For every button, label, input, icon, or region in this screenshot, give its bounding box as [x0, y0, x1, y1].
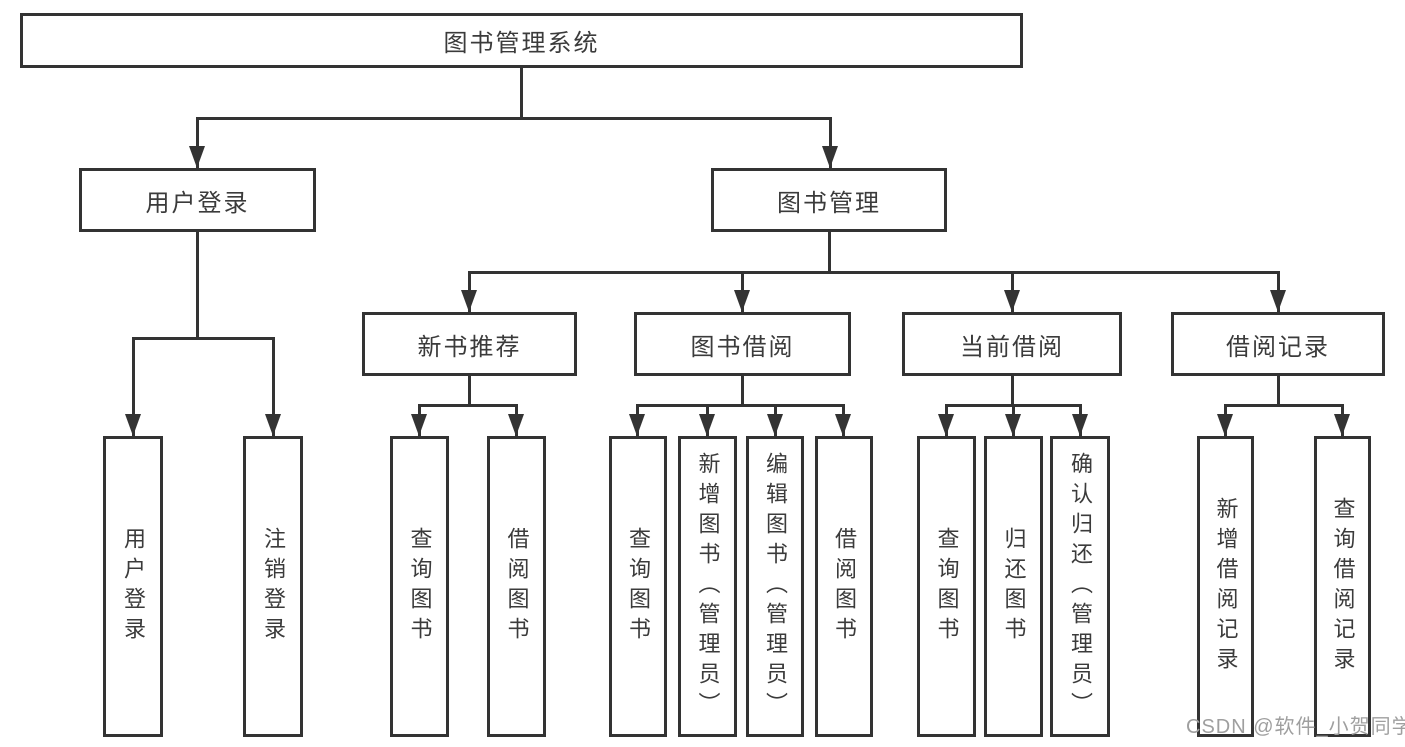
connector-line-h — [196, 117, 832, 120]
leaf-cb-confirm-return-admin: 确认归还（管理员） — [1050, 436, 1110, 737]
node-new-book-recommendation: 新书推荐 — [362, 312, 577, 376]
arrow-down-icon — [734, 290, 750, 312]
connector-line-v — [132, 337, 135, 436]
node-user-login: 用户登录 — [79, 168, 316, 232]
connector-line-v — [520, 68, 523, 119]
connector-line-h — [132, 337, 275, 340]
arrow-down-icon — [461, 290, 477, 312]
arrow-down-icon — [1004, 290, 1020, 312]
leaf-label: 新增图书（管理员） — [695, 451, 721, 722]
node-book-management: 图书管理 — [711, 168, 947, 232]
leaf-label: 查询借阅记录 — [1330, 496, 1356, 677]
node-label: 用户登录 — [145, 189, 250, 217]
node-label: 当前借阅 — [960, 333, 1064, 361]
arrow-down-icon — [1217, 414, 1233, 436]
arrow-down-icon — [1270, 290, 1286, 312]
arrow-down-icon — [125, 414, 141, 436]
leaf-logout: 注销登录 — [243, 436, 303, 737]
node-label: 图书管理 — [777, 189, 881, 217]
leaf-label: 借阅图书 — [504, 526, 530, 647]
connector-line-v — [468, 376, 471, 406]
watermark: CSDN @软件_小贺同学 — [1186, 716, 1405, 738]
arrow-down-icon — [189, 146, 205, 168]
connector-line-v — [828, 232, 831, 273]
leaf-cb-return-books: 归还图书 — [984, 436, 1043, 737]
leaf-nb-query-books: 查询图书 — [390, 436, 449, 737]
node-current-borrowing: 当前借阅 — [902, 312, 1122, 376]
node-label: 图书借阅 — [690, 333, 795, 361]
leaf-bb-add-book-admin: 新增图书（管理员） — [678, 436, 737, 737]
arrow-down-icon — [767, 414, 783, 436]
leaf-label: 查询图书 — [407, 526, 433, 647]
connector-line-v — [272, 337, 275, 436]
leaf-label: 注销登录 — [261, 526, 286, 647]
arrow-down-icon — [938, 414, 954, 436]
node-book-borrowing: 图书借阅 — [634, 312, 851, 376]
leaf-label: 查询图书 — [626, 526, 651, 647]
node-root-label: 图书管理系统 — [443, 30, 600, 57]
leaf-bb-borrow-books: 借阅图书 — [815, 436, 873, 737]
arrow-down-icon — [1005, 414, 1021, 436]
leaf-label: 确认归还（管理员） — [1068, 451, 1093, 722]
leaf-cb-query-books: 查询图书 — [917, 436, 976, 737]
leaf-label: 借阅图书 — [832, 526, 857, 647]
leaf-label: 新增借阅记录 — [1213, 496, 1239, 677]
leaf-label: 归还图书 — [1001, 526, 1027, 647]
connector-line-v — [829, 117, 832, 168]
connector-line-v — [196, 232, 199, 339]
connector-line-v — [196, 117, 199, 168]
node-label: 借阅记录 — [1226, 333, 1330, 361]
leaf-label: 用户登录 — [121, 526, 146, 647]
connector-line-h — [636, 404, 845, 407]
leaf-br-add-record: 新增借阅记录 — [1197, 436, 1254, 737]
arrow-down-icon — [1334, 414, 1350, 436]
leaf-label: 编辑图书（管理员） — [763, 451, 788, 722]
leaf-bb-query-books: 查询图书 — [609, 436, 667, 737]
arrow-down-icon — [265, 414, 281, 436]
arrow-down-icon — [629, 414, 645, 436]
node-label: 新书推荐 — [417, 333, 522, 361]
leaf-label: 查询图书 — [934, 526, 960, 647]
leaf-br-query-record: 查询借阅记录 — [1314, 436, 1371, 737]
arrow-down-icon — [699, 414, 715, 436]
connector-line-v — [1011, 376, 1014, 406]
arrow-down-icon — [822, 146, 838, 168]
leaf-user-login: 用户登录 — [103, 436, 163, 737]
connector-line-h — [468, 271, 1280, 274]
arrow-down-icon — [508, 414, 524, 436]
connector-line-v — [741, 376, 744, 406]
connector-line-h — [1224, 404, 1344, 407]
connector-line-v — [1277, 376, 1280, 406]
arrow-down-icon — [411, 414, 427, 436]
connector-line-h — [418, 404, 518, 407]
arrow-down-icon — [1072, 414, 1088, 436]
leaf-bb-edit-book-admin: 编辑图书（管理员） — [746, 436, 804, 737]
node-borrowing-records: 借阅记录 — [1171, 312, 1385, 376]
leaf-nb-borrow-books: 借阅图书 — [487, 436, 546, 737]
arrow-down-icon — [835, 414, 851, 436]
node-root: 图书管理系统 — [20, 13, 1023, 68]
